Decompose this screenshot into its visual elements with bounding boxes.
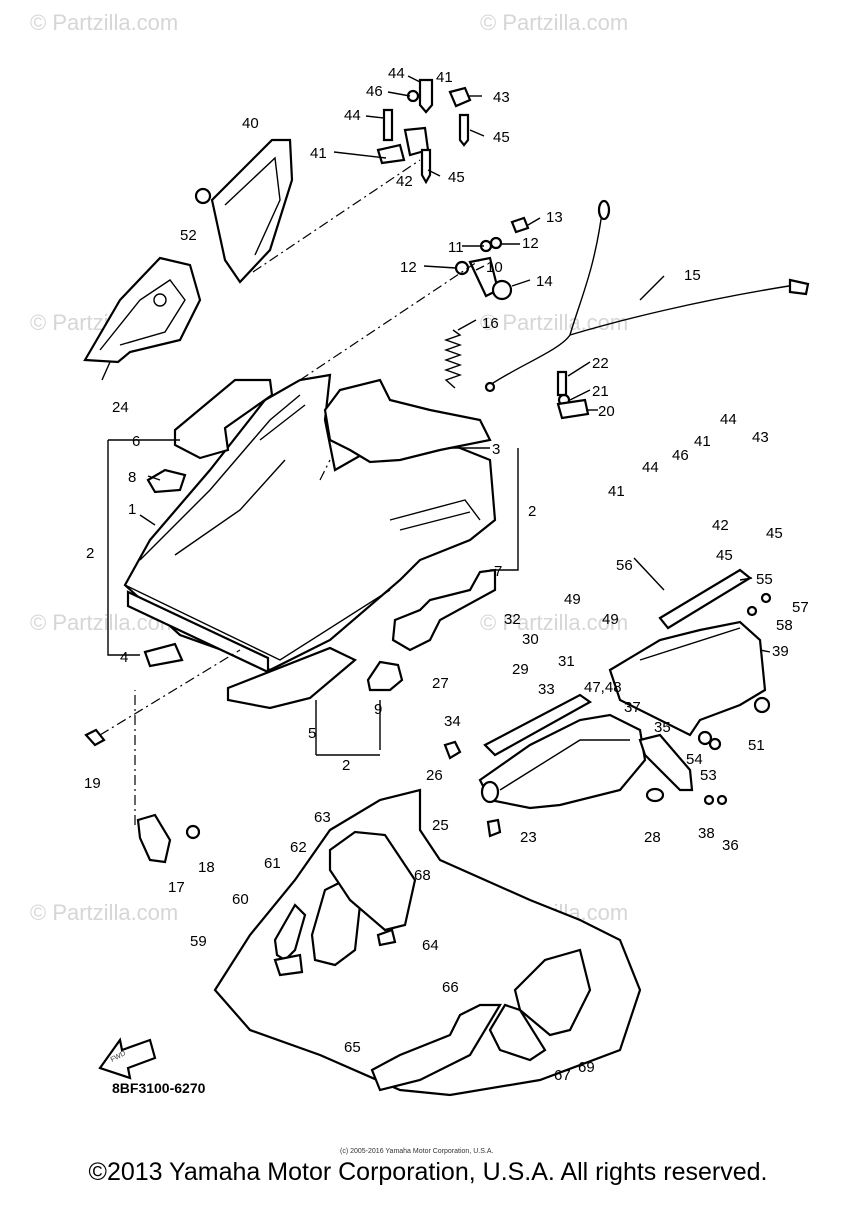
callout-label: 34 xyxy=(444,713,461,730)
callout-label: 44 xyxy=(720,411,737,428)
callout-label: 11 xyxy=(448,239,464,256)
callout-label: 28 xyxy=(644,829,661,846)
part-drawings xyxy=(83,78,810,1097)
callout-label: 42 xyxy=(712,517,729,534)
callout-label: 35 xyxy=(654,719,671,736)
callout-label: 39 xyxy=(772,643,789,660)
callout-label: 13 xyxy=(546,209,563,226)
callout-label: 55 xyxy=(756,571,773,588)
callout-label: 3 xyxy=(492,441,500,458)
callout-label: 56 xyxy=(616,557,633,574)
callout-label: 45 xyxy=(493,129,510,146)
callout-label: 27 xyxy=(432,675,449,692)
callout-label: 18 xyxy=(198,859,215,876)
callout-label: 45 xyxy=(716,547,733,564)
callout-label: 9 xyxy=(374,701,382,718)
callout-label: 66 xyxy=(442,979,459,996)
callout-label: 30 xyxy=(522,631,539,648)
callout-label: 15 xyxy=(684,267,701,284)
leader-lines xyxy=(99,75,771,825)
callout-label: 10 xyxy=(486,259,503,276)
callout-label: 44 xyxy=(344,107,361,124)
callout-label: 63 xyxy=(314,809,331,826)
watermark: © Partzilla.com xyxy=(30,900,178,925)
callout-label: 59 xyxy=(190,933,207,950)
callout-label: 22 xyxy=(592,355,609,372)
callout-label: 46 xyxy=(672,447,689,464)
callout-label: 58 xyxy=(776,617,793,634)
callout-label: 1 xyxy=(128,501,136,518)
callout-label: 17 xyxy=(168,879,185,896)
callout-layer: 44 41 46 43 44 45 40 41 42 45 52 13 11 1… xyxy=(84,65,809,1084)
callout-label: 69 xyxy=(578,1059,595,1076)
callout-label: 65 xyxy=(344,1039,361,1056)
callout-label: 25 xyxy=(432,817,449,834)
callout-label: 8 xyxy=(128,469,136,486)
callout-label: 43 xyxy=(493,89,510,106)
callout-label: 51 xyxy=(748,737,765,754)
callout-label: 12 xyxy=(400,259,417,276)
callout-label: 29 xyxy=(512,661,529,678)
copyright-notice: ©2013 Yamaha Motor Corporation, U.S.A. A… xyxy=(88,1158,768,1186)
drawing-code: 8BF3100-6270 xyxy=(112,1080,206,1096)
callout-label: 2 xyxy=(528,503,536,520)
watermark: © Partzilla.com xyxy=(30,10,178,35)
callout-label: 19 xyxy=(84,775,101,792)
callout-label: 40 xyxy=(242,115,259,132)
callout-label: 45 xyxy=(448,169,465,186)
callout-label: 67 xyxy=(554,1067,571,1084)
callout-label: 32 xyxy=(504,611,521,628)
callout-label: 20 xyxy=(598,403,615,420)
callout-label: 23 xyxy=(520,829,537,846)
callout-label: 21 xyxy=(592,383,609,400)
callout-label: 33 xyxy=(538,681,555,698)
callout-label: 41 xyxy=(694,433,711,450)
callout-label: 36 xyxy=(722,837,739,854)
callout-label: 16 xyxy=(482,315,499,332)
callout-label: 45 xyxy=(766,525,783,542)
callout-label: 26 xyxy=(426,767,443,784)
watermark: © Partzilla.com xyxy=(480,610,628,635)
callout-label: 47,48 xyxy=(584,679,622,696)
callout-label: 41 xyxy=(436,69,453,86)
callout-label: 41 xyxy=(608,483,625,500)
callout-label: 53 xyxy=(700,767,717,784)
callout-label: 68 xyxy=(414,867,431,884)
callout-label: 31 xyxy=(558,653,575,670)
callout-label: 5 xyxy=(308,725,316,742)
callout-label: 6 xyxy=(132,433,140,450)
callout-label: 46 xyxy=(366,83,383,100)
callout-label: 2 xyxy=(342,757,350,774)
callout-label: 38 xyxy=(698,825,715,842)
callout-label: 60 xyxy=(232,891,249,908)
callout-label: 44 xyxy=(642,459,659,476)
callout-label: 42 xyxy=(396,173,413,190)
callout-label: 44 xyxy=(388,65,405,82)
callout-label: 61 xyxy=(264,855,281,872)
callout-label: 49 xyxy=(564,591,581,608)
watermark: © Partzilla.com xyxy=(480,310,628,335)
callout-label: 12 xyxy=(522,235,539,252)
callout-label: 64 xyxy=(422,937,439,954)
small-credit: (c) 2005-2016 Yamaha Motor Corporation, … xyxy=(340,1148,493,1155)
callout-label: 37 xyxy=(624,699,641,716)
callout-label: 43 xyxy=(752,429,769,446)
callout-label: 2 xyxy=(86,545,94,562)
callout-label: 7 xyxy=(494,563,502,580)
watermark: © Partzilla.com xyxy=(480,10,628,35)
callout-label: 4 xyxy=(120,649,128,666)
callout-label: 62 xyxy=(290,839,307,856)
callout-label: 52 xyxy=(180,227,197,244)
callout-label: 54 xyxy=(686,751,703,768)
callout-label: 49 xyxy=(602,611,619,628)
callout-label: 57 xyxy=(792,599,809,616)
callout-label: 14 xyxy=(536,273,553,290)
callout-label: 24 xyxy=(112,399,129,416)
callout-label: 41 xyxy=(310,145,327,162)
